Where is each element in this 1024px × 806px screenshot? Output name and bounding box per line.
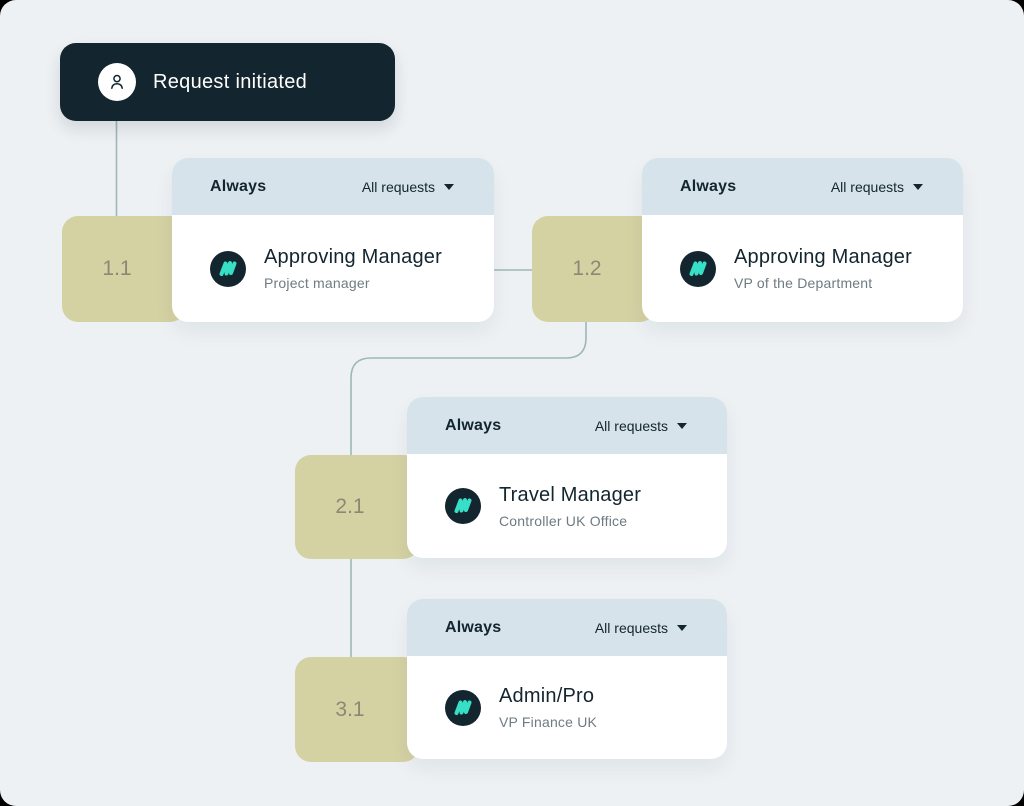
person-icon	[98, 63, 136, 101]
approver-subtitle: VP Finance UK	[499, 714, 598, 730]
approver-title: Approving Manager	[734, 246, 912, 268]
step-number: 1.1	[102, 257, 132, 280]
travelperk-logo-icon	[680, 250, 716, 287]
chevron-down-icon	[444, 183, 454, 190]
card-header: Always All requests	[172, 158, 494, 215]
all-requests-dropdown[interactable]: All requests	[362, 179, 454, 195]
condition-label: Always	[445, 416, 502, 434]
dropdown-value: All requests	[830, 178, 904, 195]
approver-texts: Travel Manager Controller UK Office	[499, 484, 641, 529]
approver-subtitle: VP of the Department	[734, 275, 873, 291]
approver-title: Approving Manager	[264, 246, 442, 268]
all-requests-dropdown[interactable]: All requests	[595, 620, 687, 636]
approver-card[interactable]: Always All requests Approving Manager VP…	[642, 158, 963, 322]
dropdown-value: All requests	[361, 178, 435, 195]
approver-subtitle: Project manager	[264, 275, 370, 291]
approver-texts: Approving Manager Project manager	[264, 246, 442, 291]
card-body: Admin/Pro VP Finance UK	[407, 656, 727, 759]
approver-card[interactable]: Always All requests Admin/Pro VP Finance…	[407, 599, 727, 759]
chevron-down-icon	[677, 422, 687, 429]
step-number-tab: 1.1	[62, 216, 186, 322]
approver-title: Travel Manager	[499, 483, 642, 506]
all-requests-dropdown[interactable]: All requests	[595, 418, 687, 434]
request-initiated-node[interactable]: Request initiated	[60, 43, 395, 121]
card-body: Travel Manager Controller UK Office	[407, 454, 727, 558]
travelperk-logo-icon	[445, 488, 481, 524]
card-body: Approving Manager Project manager	[172, 215, 494, 322]
card-header: Always All requests	[642, 158, 963, 215]
approver-subtitle: Controller UK Office	[499, 512, 628, 529]
travelperk-logo-icon	[445, 689, 481, 726]
condition-label: Always	[210, 177, 267, 195]
approver-texts: Admin/Pro VP Finance UK	[499, 685, 597, 730]
travelperk-logo-icon	[210, 250, 246, 287]
step-number-tab: 3.1	[295, 657, 419, 762]
step-number: 1.2	[572, 257, 602, 280]
approver-texts: Approving Manager VP of the Department	[734, 246, 912, 291]
approver-title: Admin/Pro	[499, 685, 595, 707]
step-number: 2.1	[335, 495, 365, 518]
condition-label: Always	[445, 618, 502, 636]
approver-card[interactable]: Always All requests Approving Manager Pr…	[172, 158, 494, 322]
card-header: Always All requests	[407, 599, 727, 656]
all-requests-dropdown[interactable]: All requests	[831, 179, 923, 195]
chevron-down-icon	[913, 183, 923, 190]
card-body: Approving Manager VP of the Department	[642, 215, 963, 322]
dropdown-value: All requests	[594, 417, 668, 434]
card-header: Always All requests	[407, 397, 727, 454]
dropdown-value: All requests	[594, 619, 668, 636]
condition-label: Always	[680, 177, 737, 195]
step-number-tab: 1.2	[532, 216, 656, 322]
approver-card[interactable]: Always All requests Travel Manager Contr…	[407, 397, 727, 558]
chevron-down-icon	[677, 624, 687, 631]
step-number-tab: 2.1	[295, 455, 419, 559]
connector-1-2-to-2-1	[350, 322, 587, 455]
step-number: 3.1	[335, 697, 365, 721]
start-node-label: Request initiated	[153, 70, 308, 93]
